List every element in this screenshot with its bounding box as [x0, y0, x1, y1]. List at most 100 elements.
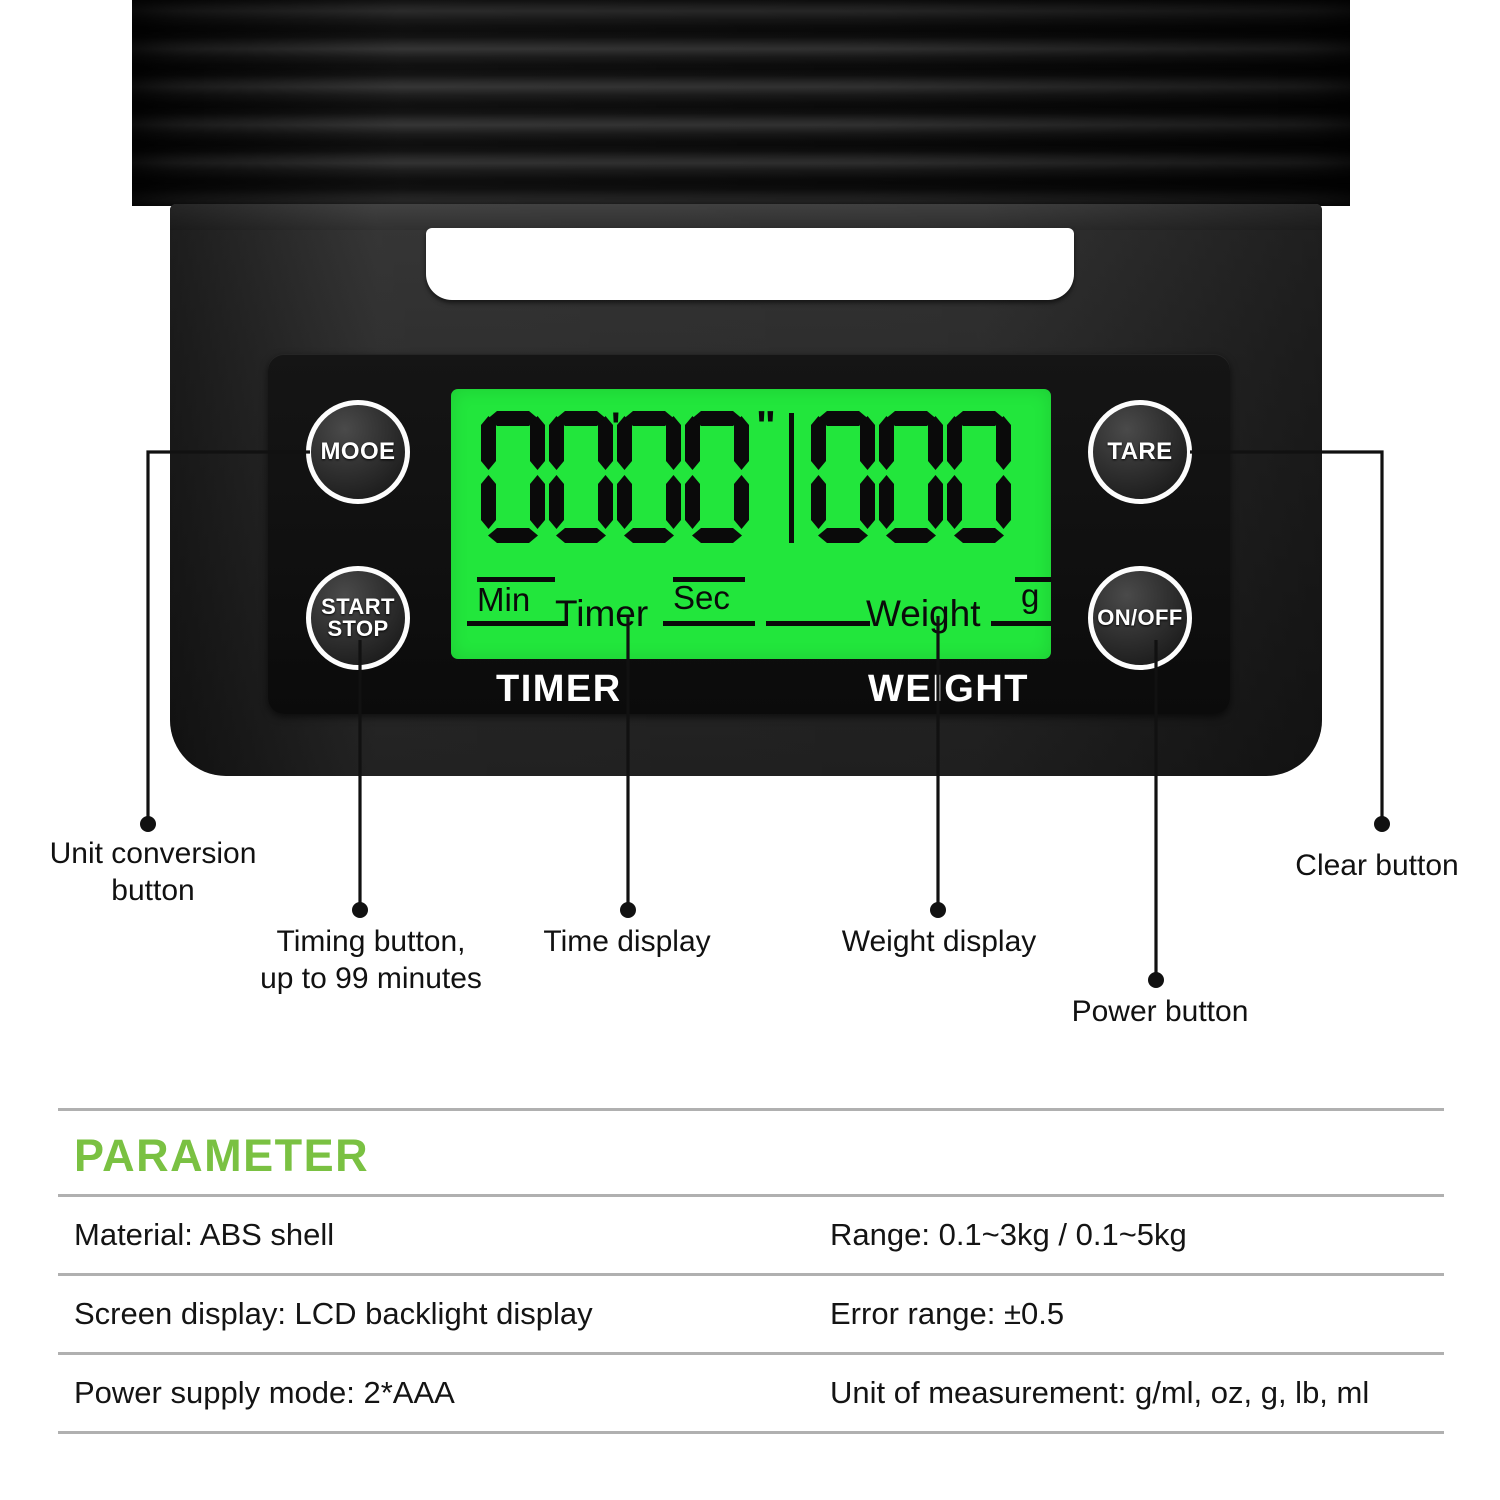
- param-error-range: Error range: ±0.5: [830, 1296, 1065, 1332]
- silkscreen-timer-label: TIMER: [496, 668, 622, 710]
- lcd-label-timer: Timer: [555, 593, 649, 634]
- param-unit-of-measurement: Unit of measurement: g/ml, oz, g, lb, ml: [830, 1375, 1370, 1411]
- sec-rule-top: [673, 577, 745, 582]
- leader-dot-clear-button: [1374, 816, 1390, 832]
- segment-c: [860, 475, 875, 529]
- segment-e: [481, 475, 496, 529]
- mode-button[interactable]: MOOE: [306, 400, 410, 504]
- segment-c: [996, 475, 1011, 529]
- gram-rule-top: [1015, 577, 1051, 582]
- segment-f: [811, 416, 826, 470]
- segment-b: [530, 416, 545, 470]
- table-rule-bottom: [58, 1431, 1444, 1434]
- param-material: Material: ABS shell: [74, 1217, 335, 1253]
- gram-rule-bottom: [991, 621, 1051, 626]
- sec-rule-bottom: [663, 621, 755, 626]
- lcd-screen: ' " Min Timer Sec Weight g: [451, 389, 1051, 659]
- segment-e: [947, 475, 962, 529]
- segment-e: [685, 475, 700, 529]
- table-rule-top: [58, 1108, 1444, 1111]
- lcd-label-unit-gram: g: [1021, 577, 1040, 614]
- tare-button[interactable]: TARE: [1088, 400, 1192, 504]
- segment-f: [481, 416, 496, 470]
- segment-b: [734, 416, 749, 470]
- leader-dot-unit-conversion: [140, 816, 156, 832]
- table-rule-2: [58, 1273, 1444, 1276]
- lcd-label-sec: Sec: [673, 579, 730, 616]
- segment-c: [928, 475, 943, 529]
- leader-dot-weight-display: [930, 902, 946, 918]
- second-tick-icon: ": [756, 402, 776, 449]
- start-stop-button-label-line2: STOP: [327, 616, 389, 641]
- table-row: Screen display: LCD backlight display Er…: [58, 1276, 1444, 1352]
- segment-a: [488, 411, 538, 426]
- segment-d: [818, 528, 868, 543]
- segment-a: [886, 411, 936, 426]
- segment-e: [811, 475, 826, 529]
- callout-label-unit-conversion-button: Unit conversion button: [49, 837, 257, 907]
- seven-segment-digit: [547, 411, 615, 543]
- timer-digits: [479, 411, 751, 543]
- segment-a: [556, 411, 606, 426]
- segment-d: [886, 528, 936, 543]
- segment-a: [954, 411, 1004, 426]
- product-photo: MOOE START STOP TARE ON/OFF ' ": [49, 0, 1459, 1028]
- seven-segment-digit: [479, 411, 547, 543]
- segment-d: [954, 528, 1004, 543]
- segment-a: [624, 411, 674, 426]
- mode-button-label: MOOE: [320, 437, 396, 465]
- callout-label-power-button: Power button: [1071, 995, 1249, 1028]
- callout-label-timing-button: Timing button, up to 99 minutes: [260, 925, 482, 995]
- lcd-label-min: Min: [477, 581, 531, 618]
- param-range: Range: 0.1~3kg / 0.1~5kg: [830, 1217, 1187, 1253]
- segment-e: [549, 475, 564, 529]
- table-rule-1: [58, 1194, 1444, 1197]
- lcd-label-weight: Weight: [866, 593, 981, 634]
- start-stop-button[interactable]: START STOP: [306, 566, 410, 670]
- weight-digits: [809, 411, 1013, 543]
- callout-label-clear-button: Clear button: [1295, 849, 1459, 882]
- segment-f: [685, 416, 700, 470]
- segment-a: [818, 411, 868, 426]
- segment-e: [879, 475, 894, 529]
- weight-rule-left: [766, 621, 870, 626]
- seven-segment-digit: [945, 411, 1013, 543]
- segment-d: [692, 528, 742, 543]
- table-row: Power supply mode: 2*AAA Unit of measure…: [58, 1355, 1444, 1431]
- on-off-button[interactable]: ON/OFF: [1088, 566, 1192, 670]
- param-screen-display: Screen display: LCD backlight display: [74, 1296, 593, 1332]
- segment-f: [617, 416, 632, 470]
- segment-f: [879, 416, 894, 470]
- segment-d: [488, 528, 538, 543]
- seven-segment-digit: [615, 411, 683, 543]
- leader-dot-power-button: [1148, 972, 1164, 988]
- lcd-annunciators: Min Timer Sec Weight g: [451, 577, 1051, 647]
- silkscreen-weight-label: WEIGHT: [868, 668, 1029, 710]
- on-off-button-label: ON/OFF: [1097, 604, 1183, 630]
- seven-segment-digit: [683, 411, 751, 543]
- segment-d: [556, 528, 606, 543]
- param-power-supply: Power supply mode: 2*AAA: [74, 1375, 455, 1411]
- min-rule-bottom: [467, 621, 565, 626]
- callout-label-weight-display: Weight display: [841, 925, 1037, 958]
- parameter-heading-row: PARAMETER: [58, 1111, 1444, 1194]
- segment-b: [598, 416, 613, 470]
- page-title: PARAMETER: [74, 1130, 370, 1181]
- segment-c: [598, 475, 613, 529]
- segment-b: [666, 416, 681, 470]
- segment-b: [860, 416, 875, 470]
- tare-button-label: TARE: [1107, 437, 1173, 465]
- min-rule-top: [477, 577, 555, 582]
- control-panel: MOOE START STOP TARE ON/OFF ' ": [268, 354, 1230, 714]
- seven-segment-digit: [877, 411, 945, 543]
- callout-label-time-display: Time display: [543, 925, 711, 958]
- parameter-section: PARAMETER Material: ABS shell Range: 0.1…: [58, 1108, 1444, 1434]
- segment-f: [549, 416, 564, 470]
- lcd-section-divider: [789, 413, 794, 543]
- segment-f: [947, 416, 962, 470]
- start-stop-button-label-line1: START: [321, 593, 395, 619]
- segment-c: [666, 475, 681, 529]
- weighing-platform: [132, 0, 1350, 206]
- segment-c: [530, 475, 545, 529]
